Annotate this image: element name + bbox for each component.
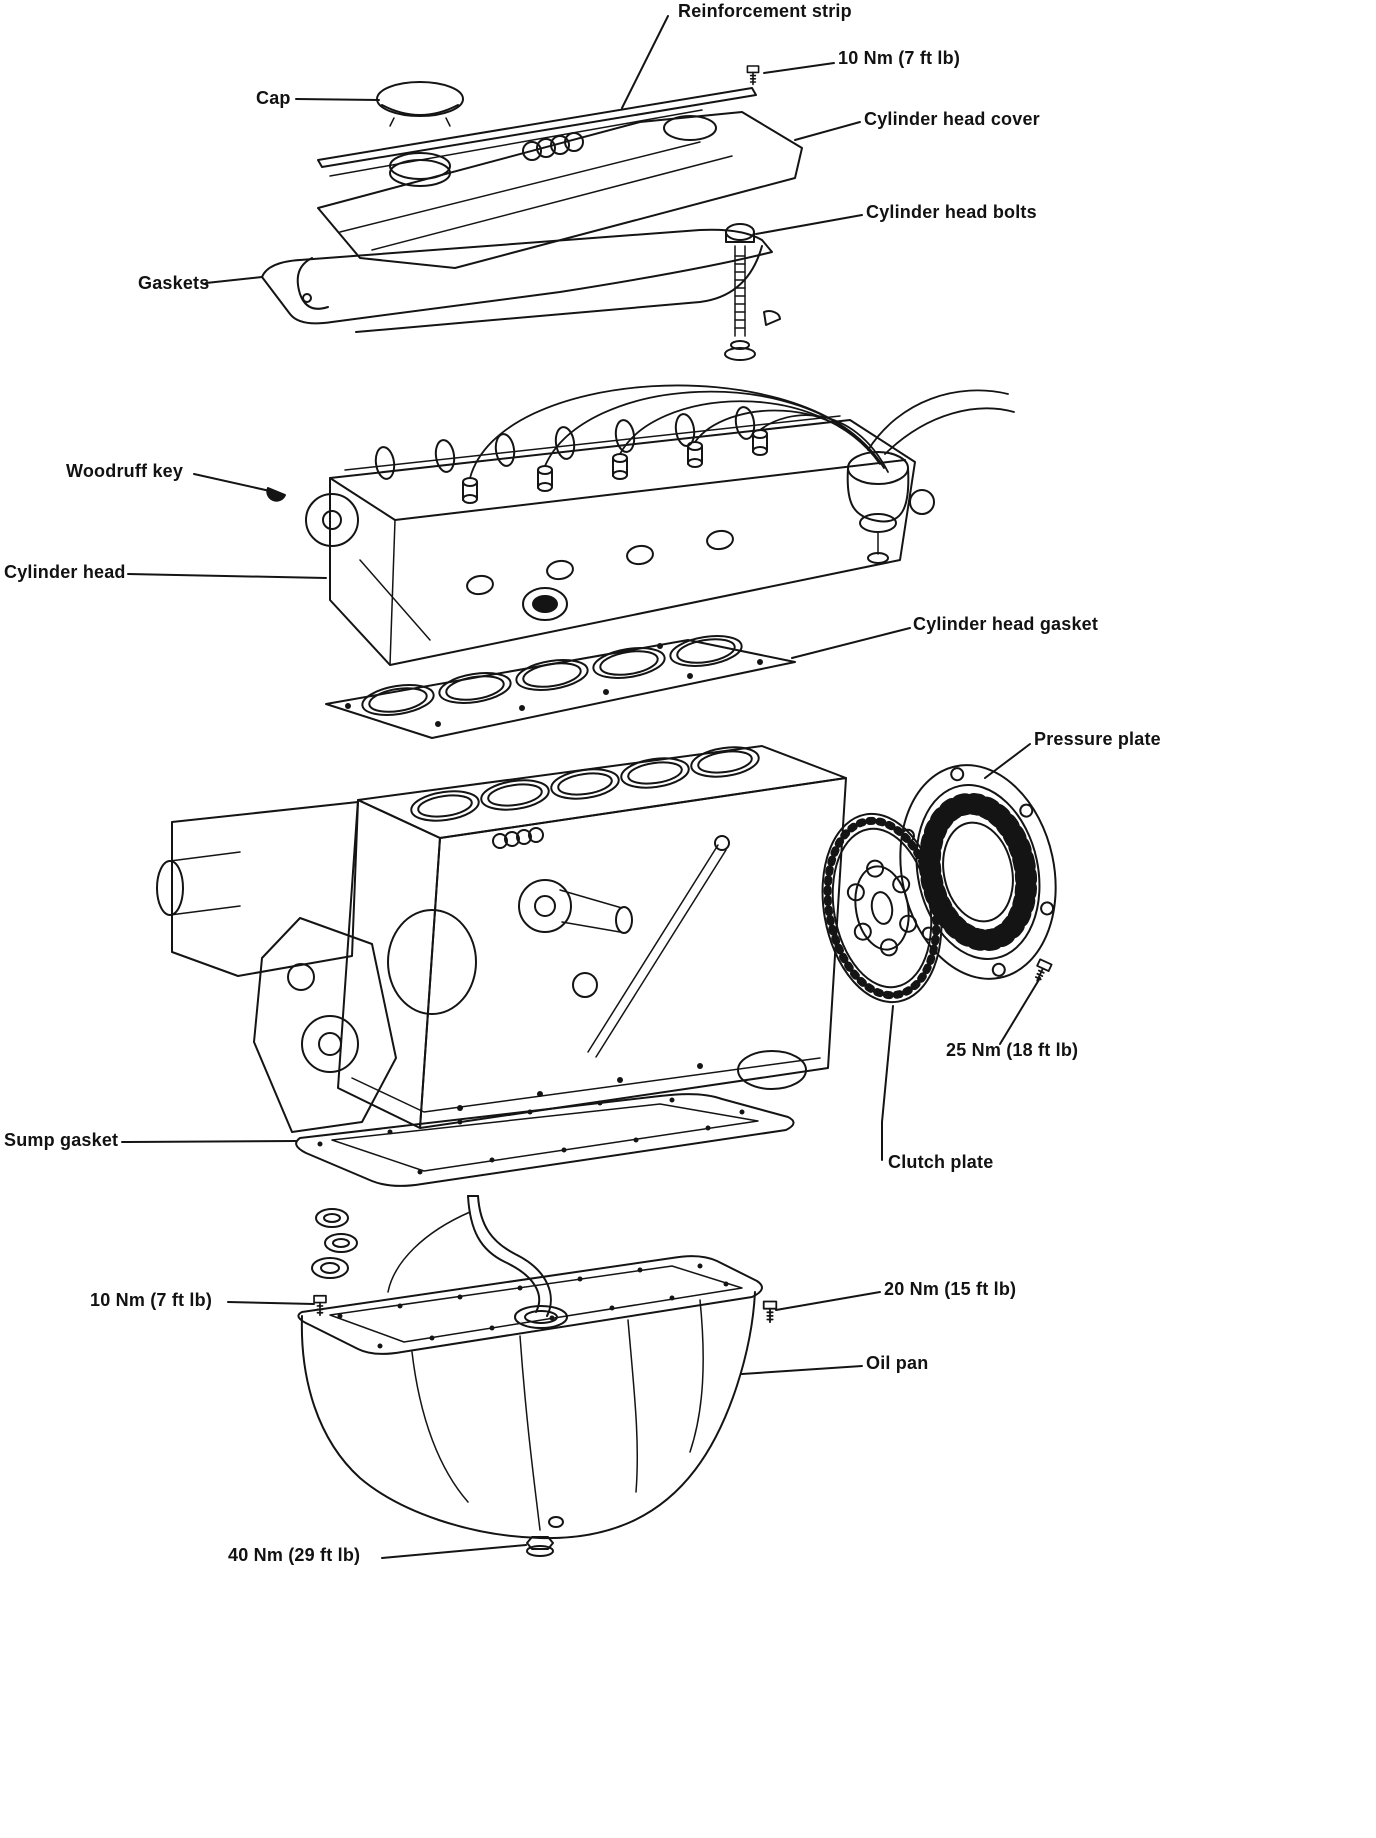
label-pressure-plate: Pressure plate [1034, 729, 1161, 749]
label-torque-drain-plug: 40 Nm (29 ft lb) [228, 1545, 361, 1565]
label-woodruff-key: Woodruff key [66, 461, 184, 481]
label-cap: Cap [256, 88, 291, 108]
woodruff-key-drawing [266, 487, 286, 502]
clutch-plate-drawing [821, 812, 943, 1004]
cylinder-head-bolt-drawing [724, 223, 781, 361]
sump-gasket-drawing [295, 1093, 795, 1187]
label-clutch-plate: Clutch plate [888, 1152, 994, 1172]
cylinder-head-cover-drawing [317, 111, 803, 269]
label-torque-valve-cover: 10 Nm (7 ft lb) [838, 48, 961, 68]
pressure-plate-bolt-drawing [1030, 958, 1053, 985]
valve-cover-nut-drawing [746, 65, 760, 86]
leader-lines [121, 15, 1041, 1559]
cylinder-head-drawing [305, 384, 1015, 666]
engine-block-drawing [156, 742, 847, 1133]
label-torque-oil-pan-bolt: 20 Nm (15 ft lb) [884, 1279, 1017, 1299]
oil-pan-drawing [297, 1255, 778, 1557]
cap-drawing [376, 81, 464, 127]
cylinder-head-gasket-drawing [325, 630, 796, 739]
label-gaskets: Gaskets [138, 273, 210, 293]
label-torque-sump-bolt: 10 Nm (7 ft lb) [90, 1290, 213, 1310]
label-torque-pressure-plate: 25 Nm (18 ft lb) [946, 1040, 1079, 1060]
gaskets-drawing [261, 228, 773, 333]
label-cylinder-head-bolts: Cylinder head bolts [866, 202, 1037, 222]
oil-pickup-and-seals-drawing [311, 1195, 568, 1329]
pressure-plate-drawing [899, 764, 1057, 980]
reinforcement-strip-drawing [317, 87, 757, 177]
label-reinforcement-strip: Reinforcement strip [678, 1, 852, 21]
label-sump-gasket: Sump gasket [4, 1130, 119, 1150]
label-cylinder-head-gasket: Cylinder head gasket [913, 614, 1099, 634]
label-cylinder-head: Cylinder head [4, 562, 126, 582]
label-oil-pan: Oil pan [866, 1353, 929, 1373]
label-cylinder-head-cover: Cylinder head cover [864, 109, 1040, 129]
